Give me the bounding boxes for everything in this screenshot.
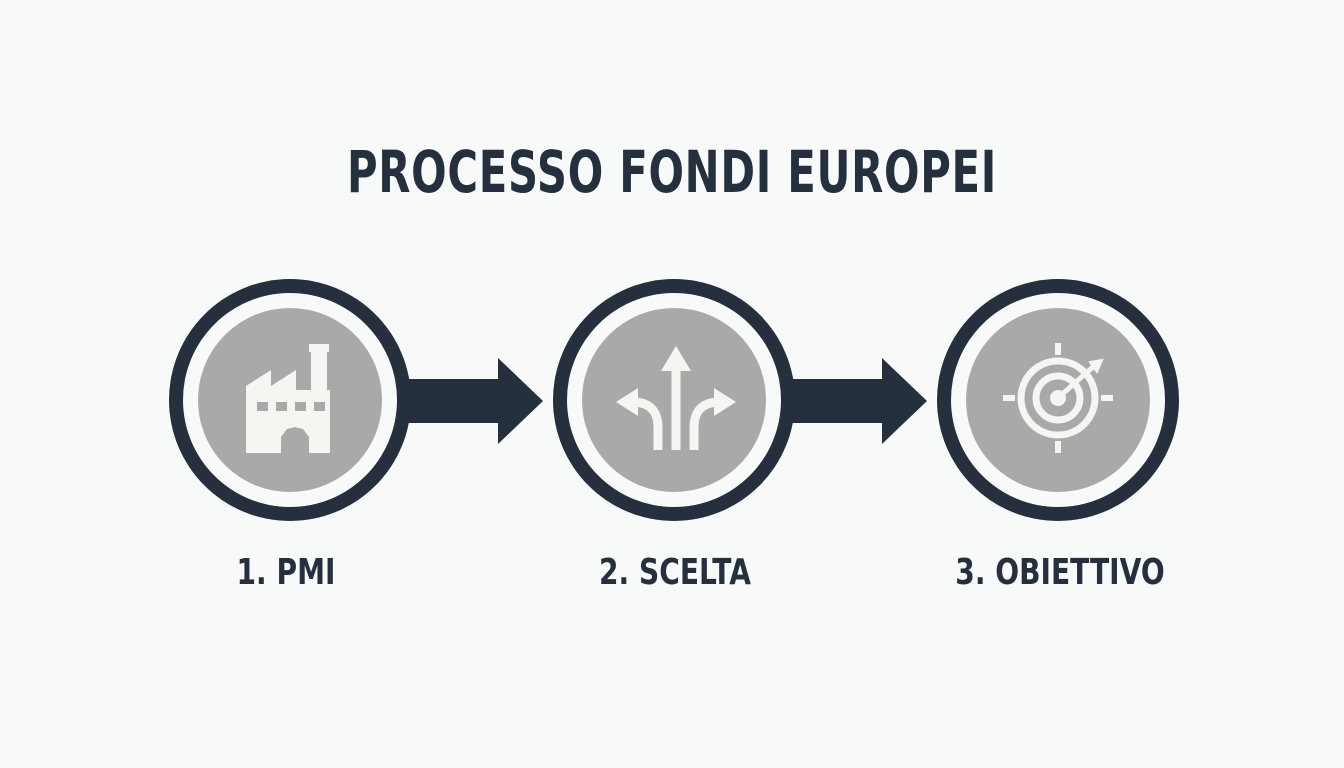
target-icon [1003,343,1113,453]
factory-icon [246,344,330,453]
step-label-1: 1. PMI [236,552,336,593]
diagram-title: PROCESSO FONDI EUROPEI [346,138,998,206]
step-node-2 [553,279,795,521]
step-label-2: 2. SCELTA [599,552,751,593]
step-node-3 [937,279,1179,521]
connector-arrow-1 [400,358,543,444]
connector-arrow-2 [784,358,927,444]
step-label-3: 3. OBIETTIVO [955,552,1165,593]
split-arrows-icon [616,346,736,450]
step-node-1 [169,279,411,521]
factory-windows [257,402,325,411]
